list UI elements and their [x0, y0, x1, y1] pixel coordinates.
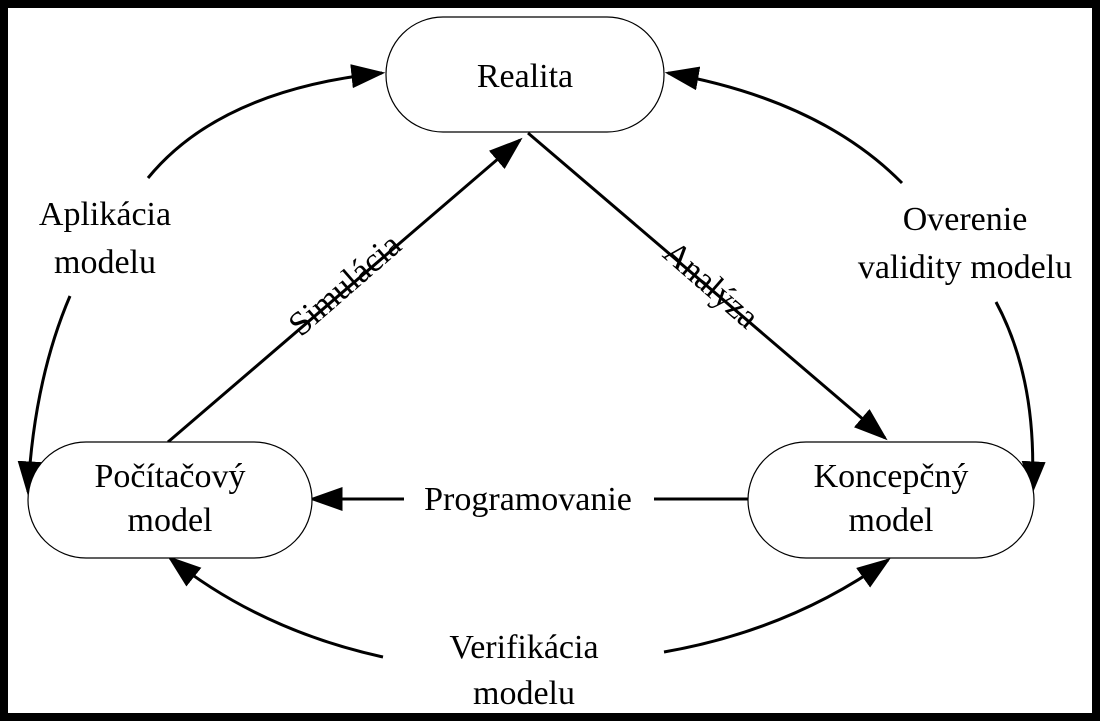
node-koncepcny-label-line1: Koncepčný: [814, 458, 969, 495]
node-realita-label: Realita: [477, 58, 573, 95]
edge-overenie-bottom: [994, 301, 1046, 496]
edge-aplikacia-top: [146, 64, 386, 179]
node-pocitacovy-model: Počítačový model: [27, 441, 313, 559]
edge-overenie-top: [664, 66, 904, 185]
label-simulacia: Simulácia: [282, 227, 409, 344]
edge-simulacia: [167, 137, 523, 444]
edge-verifikacia-left: [167, 555, 384, 659]
edge-verifikacia-right: [663, 558, 891, 654]
edge-analyza: [527, 131, 888, 441]
edge-aplikacia-bottom: [17, 295, 72, 496]
node-realita: Realita: [385, 16, 665, 133]
node-pocitacovy-label-line1: Počítačový: [94, 458, 245, 495]
label-aplikacia-line2: modelu: [54, 244, 156, 281]
label-programovanie: Programovanie: [424, 481, 632, 518]
label-verifikacia-line1: Verifikácia: [449, 629, 598, 666]
label-analyza: Analýza: [656, 234, 766, 336]
label-verifikacia-line2: modelu: [473, 675, 575, 712]
label-overenie-line2: validity modelu: [858, 249, 1072, 286]
node-pocitacovy-label-line2: model: [128, 502, 213, 539]
label-aplikacia-line1: Aplikácia: [39, 196, 171, 233]
label-overenie-line1: Overenie: [903, 201, 1028, 238]
node-koncepcny-label-line2: model: [849, 502, 934, 539]
node-koncepcny-model: Koncepčný model: [747, 441, 1035, 559]
